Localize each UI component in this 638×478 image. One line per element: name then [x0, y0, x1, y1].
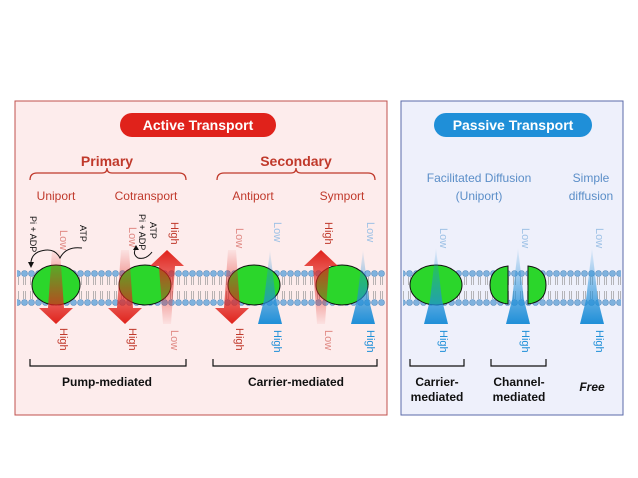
active-panel	[14, 100, 388, 416]
passive-panel	[400, 100, 624, 416]
channel-low-label: Low	[519, 228, 531, 248]
secondary-heading: Secondary	[260, 153, 332, 169]
uniport-label: Uniport	[37, 189, 76, 203]
uniport-high-label: High	[57, 328, 69, 351]
symport-arrow-red-up	[304, 250, 338, 324]
facilitated-uniport-label: (Uniport)	[456, 189, 503, 203]
cotransport-arrow-down	[108, 250, 142, 324]
facilitated-diffusion-label: Facilitated Diffusion	[427, 171, 532, 185]
pump-mediated-bracket	[29, 359, 187, 367]
carrier-mediated-label: Carrier-mediated	[248, 375, 344, 389]
symport-high-bottom-label: High	[364, 330, 376, 353]
free-low-label: Low	[593, 228, 605, 248]
uniport-low-label: Low	[57, 230, 69, 250]
antiport-arrow-down	[215, 250, 249, 324]
pump-mediated-label: Pump-mediated	[62, 375, 152, 389]
uniport-atp-label: ATP	[78, 225, 88, 242]
channel-protein-right	[527, 265, 547, 305]
channel-arrow	[506, 248, 530, 324]
passive-carrier-label-2: mediated	[411, 390, 464, 404]
active-transport-badge	[120, 113, 276, 137]
cotransport-atp-curl	[133, 247, 153, 259]
cotransport-atp-arrowhead	[133, 245, 139, 250]
antiport-low-label: Low	[233, 228, 245, 248]
passive-carrier-label-1: Carrier-	[415, 375, 458, 389]
free-arrow	[580, 248, 604, 324]
free-high-label: High	[593, 330, 605, 353]
cotransport-pi-adp-label: Pi + ADP	[137, 214, 147, 250]
carrier-arrow	[424, 248, 448, 324]
simple-label: Simple	[573, 171, 610, 185]
channel-high-label: High	[519, 330, 531, 353]
symport-low-bottom-label: Low	[322, 330, 334, 350]
cotransport-high-top-label: High	[168, 222, 180, 245]
symport-arrow-blue-up	[351, 250, 375, 324]
carrier-low-label: Low	[437, 228, 449, 248]
antiport-arrow-up	[258, 250, 282, 324]
antiport-label: Antiport	[232, 189, 274, 203]
channel-protein-left	[489, 265, 509, 305]
antiport-high-label: High	[233, 328, 245, 351]
antiport-low-top-label: Low	[271, 222, 283, 242]
passive-carrier-bracket	[409, 359, 465, 367]
cotransport-low-label: Low	[126, 227, 138, 247]
primary-heading: Primary	[81, 153, 133, 169]
uniport-arrow	[39, 250, 73, 324]
secondary-brace	[216, 167, 376, 181]
uniport-atp-arrowhead	[28, 262, 34, 268]
antiport-high-bottom-label: High	[271, 330, 283, 353]
passive-transport-label: Passive Transport	[453, 117, 574, 133]
passive-channel-label-2: mediated	[493, 390, 546, 404]
symport-label: Symport	[320, 189, 365, 203]
diffusion-label: diffusion	[569, 189, 613, 203]
cotransport-arrow-up	[150, 250, 184, 324]
symport-high-top-label: High	[322, 222, 334, 245]
cotransport-high-label: High	[126, 328, 138, 351]
cotransport-label: Cotransport	[115, 189, 178, 203]
carrier-mediated-bracket	[212, 359, 378, 367]
uniport-pi-adp-label: Pi + ADP	[28, 216, 38, 252]
passive-channel-label-1: Channel-	[493, 375, 544, 389]
cotransport-atp-label: ATP	[148, 222, 158, 239]
free-label: Free	[579, 380, 605, 394]
primary-brace	[29, 167, 187, 181]
active-transport-label: Active Transport	[143, 117, 254, 133]
carrier-high-label: High	[437, 330, 449, 353]
cotransport-low-bottom-label: Low	[168, 330, 180, 350]
uniport-atp-curl	[30, 247, 83, 267]
passive-transport-badge	[434, 113, 592, 137]
passive-channel-bracket	[490, 359, 547, 367]
symport-low-top-label: Low	[364, 222, 376, 242]
